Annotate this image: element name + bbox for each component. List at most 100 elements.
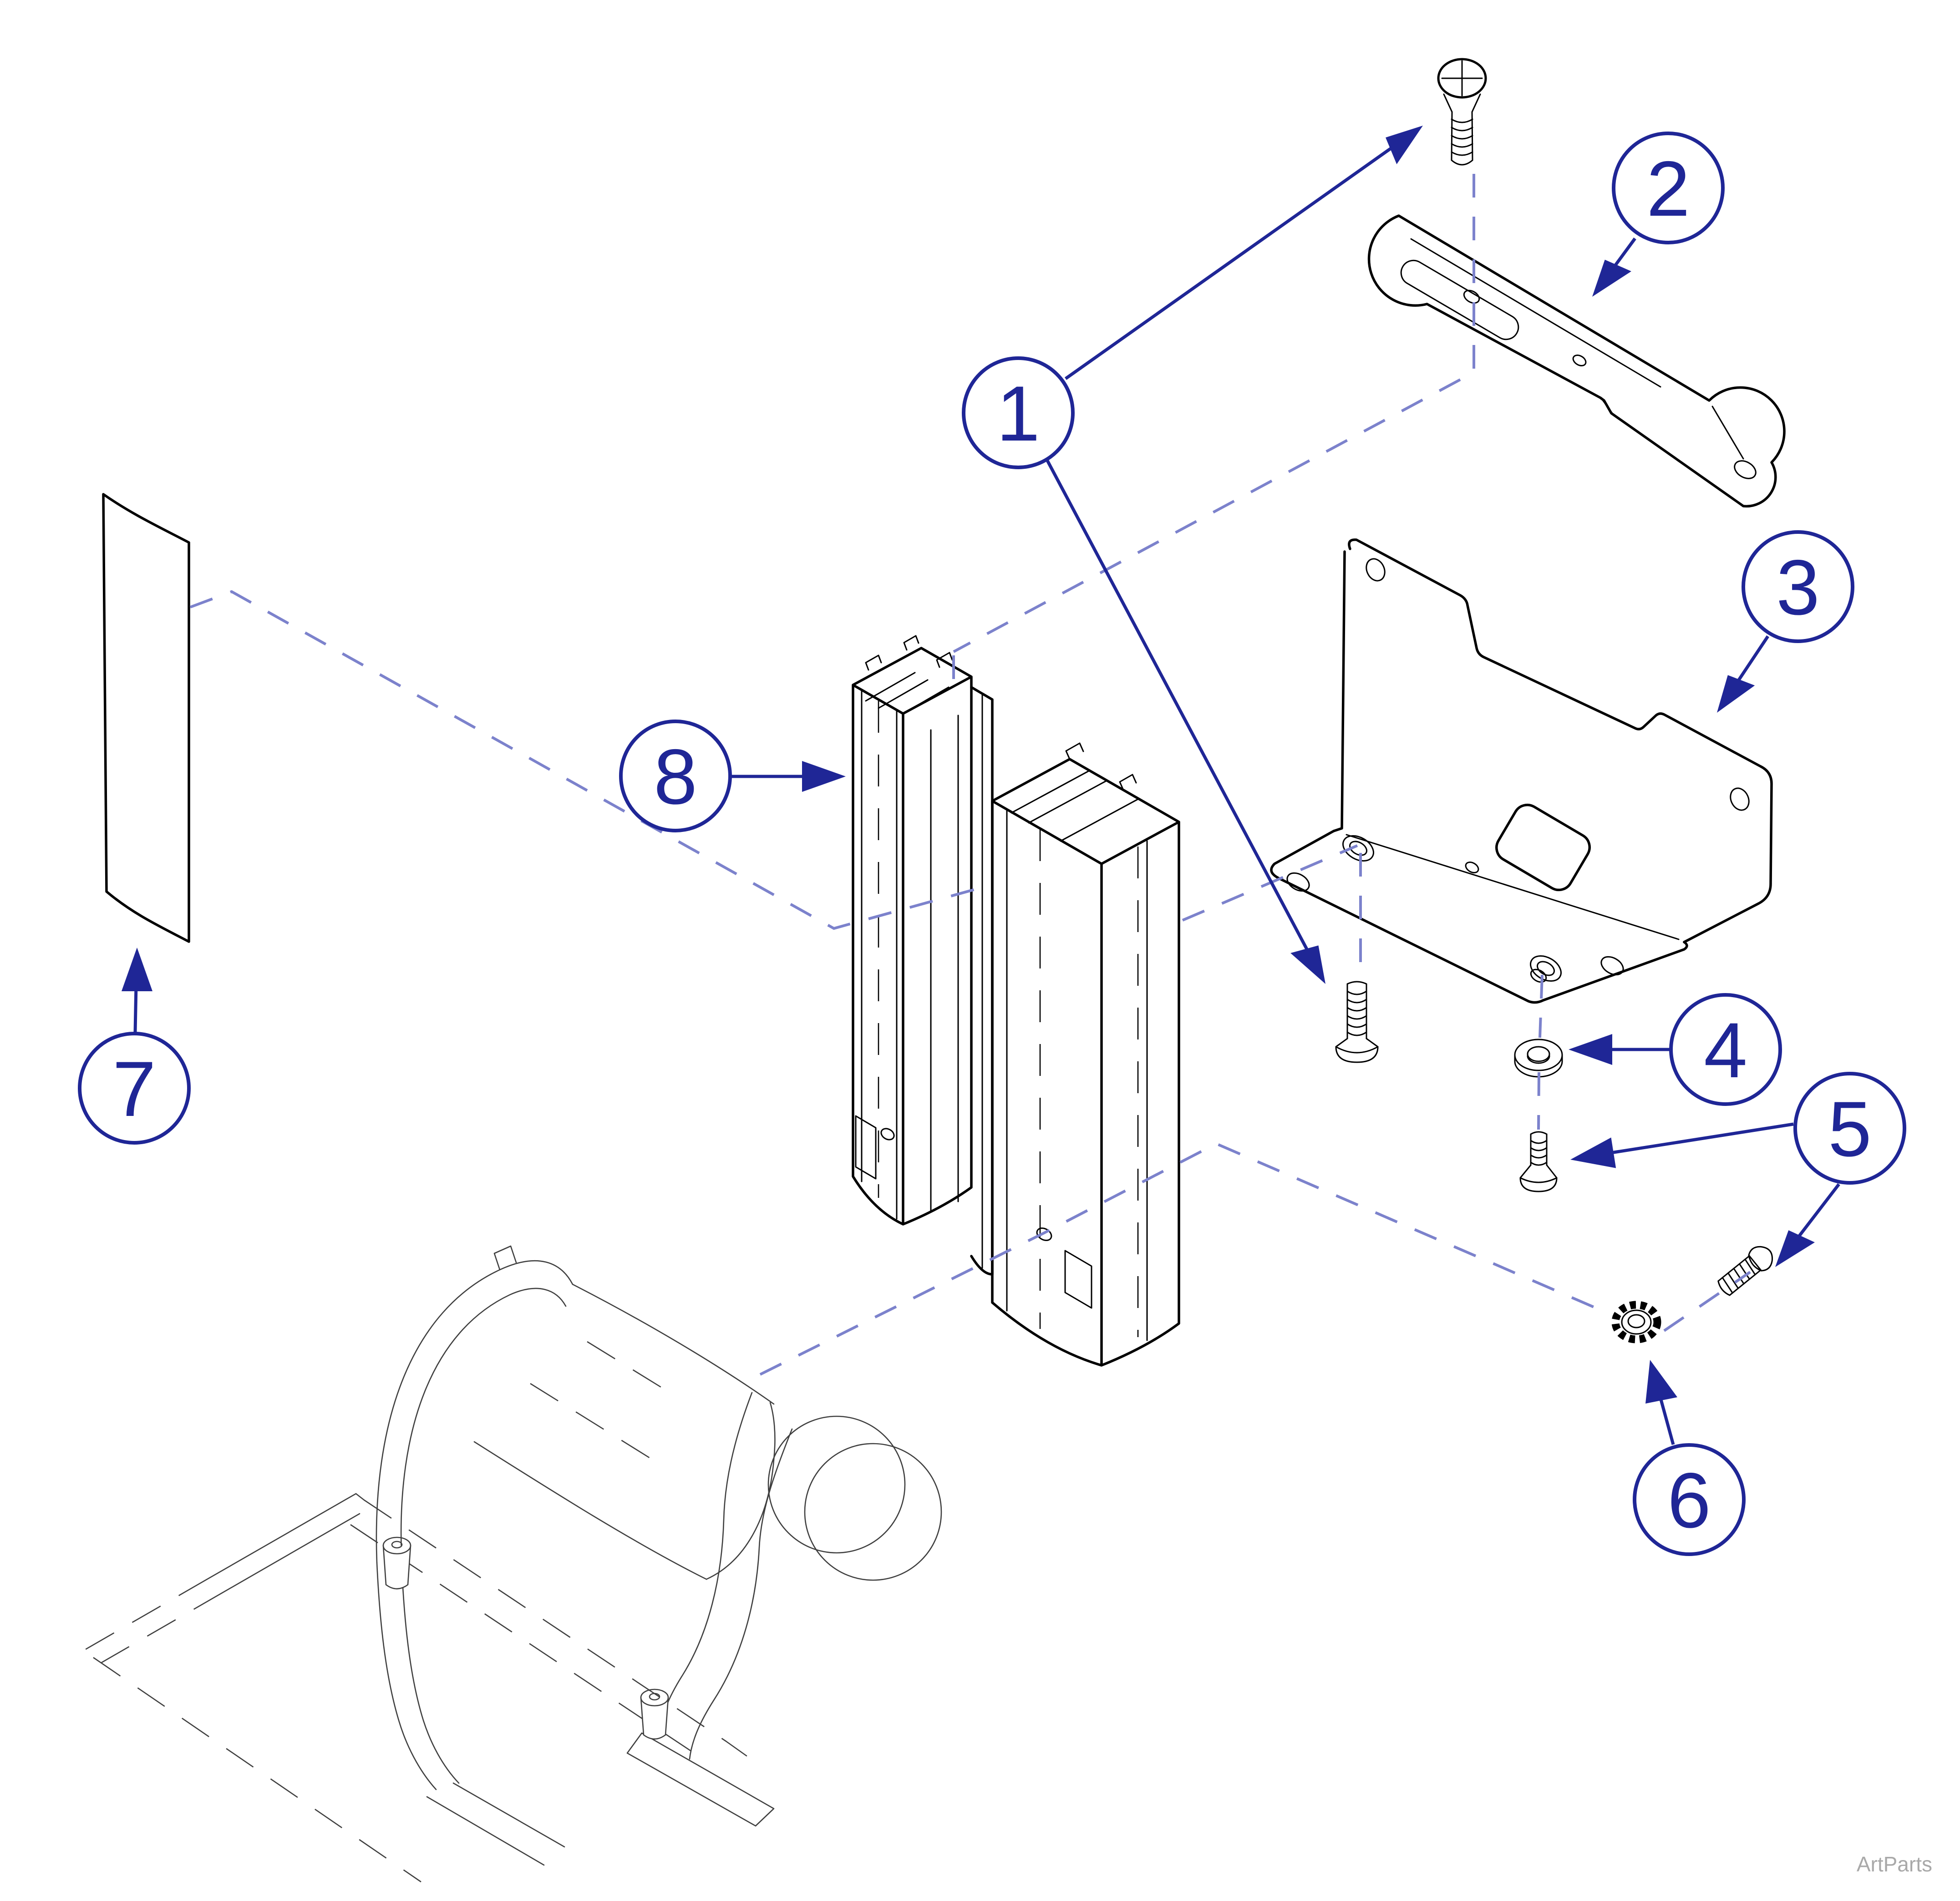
extrusion-right-post-cutout — [1064, 1250, 1092, 1309]
bracket3-left-edge — [1332, 550, 1346, 832]
base-left-leg-inner — [401, 1578, 460, 1784]
part-1-screw-top — [1437, 58, 1487, 166]
strip-outline — [102, 493, 190, 943]
base-boss-front-hole — [391, 1541, 403, 1549]
bracket3-hole-base-front — [1530, 968, 1547, 983]
base-caster-wheel-outer — [767, 1415, 906, 1554]
screw-top-threads — [1451, 118, 1473, 156]
callout-5-circle — [1793, 1072, 1906, 1185]
part-5-screw-vertical — [1519, 1131, 1558, 1192]
base-boss-rear — [640, 1688, 669, 1740]
bracket3-hole-base-small-left — [1286, 872, 1310, 892]
base-frame-edge-lower — [93, 1657, 421, 1883]
bracket3-outline — [1348, 538, 1773, 943]
base-drum-top-edge — [572, 1283, 775, 1405]
part-4-washer — [1514, 1039, 1563, 1078]
callout-3-number: 3 — [1776, 544, 1820, 631]
arrowhead-8 — [802, 761, 846, 792]
callout-3: 3 — [1742, 530, 1854, 643]
bracket2-fold-line — [1410, 238, 1744, 460]
leader-5-to-vertical-screw — [1584, 1122, 1794, 1159]
leader-1-to-top-screw — [1064, 133, 1412, 380]
arrowhead-2 — [1592, 259, 1631, 297]
base-frame-edge-left — [206, 1493, 365, 1594]
chair-base-ghost — [85, 1245, 942, 1883]
bracket2-slot — [1400, 259, 1519, 340]
part-8-column-extrusion — [852, 635, 1180, 1367]
dashed-strip-to-extrusion — [189, 590, 979, 930]
arrowhead-5-down — [1775, 1230, 1815, 1267]
strip-fill — [103, 494, 189, 942]
bracket3-hole-base-big-right — [1530, 955, 1562, 982]
part-5-screw-angled — [1717, 1246, 1773, 1296]
bracket3-hole-base-big-right-inner — [1537, 961, 1555, 976]
bracket3-base-cutout — [1495, 803, 1591, 892]
callout-1: 1 — [962, 356, 1075, 469]
base-right-leg-inner — [658, 1392, 753, 1735]
base-right-foot — [626, 1732, 775, 1827]
bracket3-hole-back-right — [1730, 787, 1750, 811]
base-boss-front-sides — [382, 1545, 411, 1590]
extrusion-right-post-centerline — [1039, 829, 1139, 1337]
bracket2-fill — [1369, 216, 1785, 507]
callout-4: 4 — [1669, 993, 1782, 1106]
base-drum-bottom-edge — [473, 1441, 707, 1580]
arrowhead-5-left — [1570, 1137, 1616, 1168]
extrusion-right-post-profile — [1010, 742, 1166, 865]
callout-8-number: 8 — [654, 733, 697, 821]
extrusion-right-post-fill — [992, 759, 1179, 1365]
base-hood-outer — [376, 1260, 574, 1564]
part-7-cover-strip — [102, 493, 190, 943]
extrusion-left-post-edges — [852, 647, 973, 1226]
extrusion-left-post-profile — [865, 635, 953, 715]
base-boss-front — [382, 1536, 411, 1590]
callout-8-circle — [619, 720, 732, 832]
callout-6-circle — [1633, 1443, 1746, 1556]
arrowhead-6 — [1645, 1360, 1677, 1404]
star-washer-ring — [1621, 1309, 1652, 1335]
callout-2-circle — [1612, 132, 1725, 244]
screw-bottom-shank — [1346, 981, 1367, 1039]
extrusion-left-post-face-lines — [861, 690, 959, 1220]
arrowhead-4 — [1569, 1034, 1612, 1065]
screw5a-head — [1748, 1246, 1773, 1272]
bracket3-hole-base-center — [1465, 862, 1479, 873]
part-2-top-bracket — [1367, 214, 1786, 508]
callout-4-number: 4 — [1704, 1007, 1747, 1094]
base-hood-inner — [400, 1288, 567, 1555]
dashed-base-to-post-to-starwasher — [759, 1142, 1751, 1376]
base-drum-hidden-edges — [530, 1341, 672, 1460]
part-6-star-washer — [1610, 1299, 1663, 1345]
bracket3-hole-base-big-left-inner — [1349, 841, 1367, 856]
bracket3-hole-back-left — [1366, 558, 1386, 582]
base-boss-front-fill — [383, 1546, 411, 1589]
bracket2-outline — [1367, 214, 1786, 508]
callout-8: 8 — [619, 720, 732, 832]
base-caster-wheel-inner — [804, 1443, 942, 1581]
dashed-plate-to-washer-screw — [1537, 974, 1544, 1130]
screw5a-threads — [1721, 1258, 1756, 1294]
bracket2-hole-center — [1572, 355, 1587, 366]
extrusion-left-post-cutout — [855, 1115, 877, 1180]
callout-7-number: 7 — [112, 1045, 156, 1133]
watermark: ArtParts — [1857, 1852, 1932, 1876]
arrowhead-3 — [1717, 675, 1755, 713]
star-washer-teeth — [1611, 1301, 1661, 1343]
bracket3-fill — [1271, 539, 1772, 1003]
callout-7: 7 — [78, 1032, 191, 1145]
bracket3-hole-base-big-left — [1342, 835, 1374, 862]
dashed-screw-to-bracket2-to-post — [952, 174, 1475, 688]
extrusion-right-post-edges — [991, 758, 1180, 1367]
leader-1-to-bottom-screw — [1042, 453, 1315, 961]
screw-bottom-head — [1335, 1038, 1379, 1063]
arrowhead-1-bottom — [1290, 945, 1325, 984]
part-3-mounting-bracket — [1270, 538, 1773, 1004]
washer-hole-depth — [1527, 1055, 1550, 1064]
callout-leaders — [122, 126, 1840, 1445]
callout-4-circle — [1669, 993, 1782, 1106]
base-frame-edge-left-ext — [85, 1578, 223, 1665]
base-hood-tab — [493, 1245, 517, 1271]
callout-2-number: 2 — [1646, 145, 1690, 233]
